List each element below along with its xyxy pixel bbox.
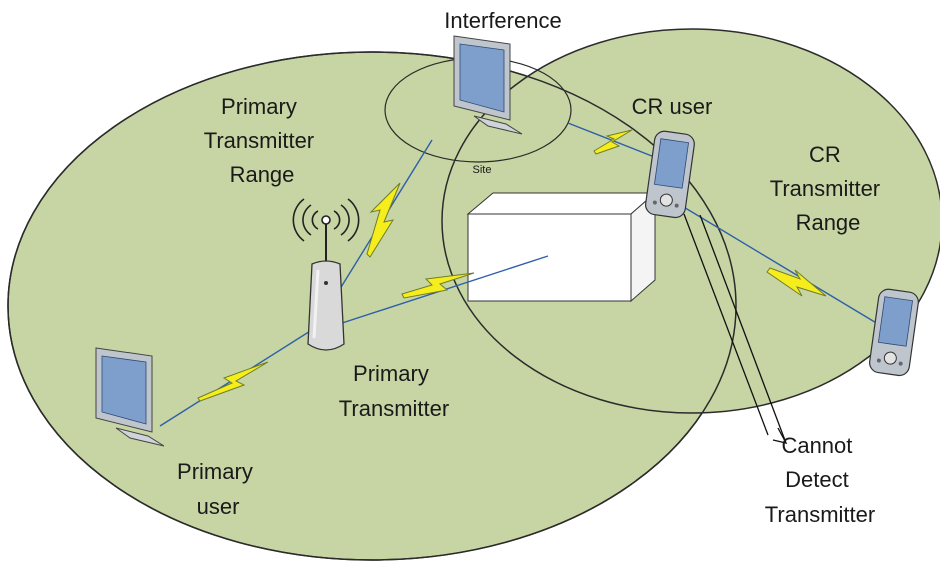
interference-monitor-icon xyxy=(453,35,523,135)
interference-label: Interference xyxy=(444,8,561,33)
lightning-bolt-icon xyxy=(766,267,827,297)
cr-range-label: CR Transmitter Range xyxy=(770,142,887,235)
lightning-bolt-icons xyxy=(197,129,827,402)
primary-range-outline-overlay xyxy=(7,51,737,561)
primary-transmitter-label: Primary Transmitter xyxy=(339,361,449,421)
cannot-detect-label: Cannot Detect Transmitter xyxy=(765,433,875,527)
radio-waves-icon xyxy=(292,198,360,242)
primary-range-label: Primary Transmitter Range xyxy=(204,94,321,187)
site-label: Site xyxy=(473,164,492,176)
obstacle-box xyxy=(466,191,657,303)
lightning-bolt-icon xyxy=(401,272,475,299)
cr-receiver-pda-icon xyxy=(869,288,919,377)
antenna-tower-icon xyxy=(307,215,345,351)
cannot-detect-pointer xyxy=(683,213,788,444)
cr-user-pda-icon xyxy=(645,130,695,219)
cr-user-label: CR user xyxy=(632,94,713,119)
lightning-bolt-icon xyxy=(197,361,269,402)
primary-user-monitor-icon xyxy=(95,347,165,447)
primary-user-label: Primary user xyxy=(177,459,259,519)
lightning-bolt-icon xyxy=(593,129,633,155)
cr-transmitter-range xyxy=(441,28,940,414)
lightning-bolt-icon xyxy=(366,182,401,258)
